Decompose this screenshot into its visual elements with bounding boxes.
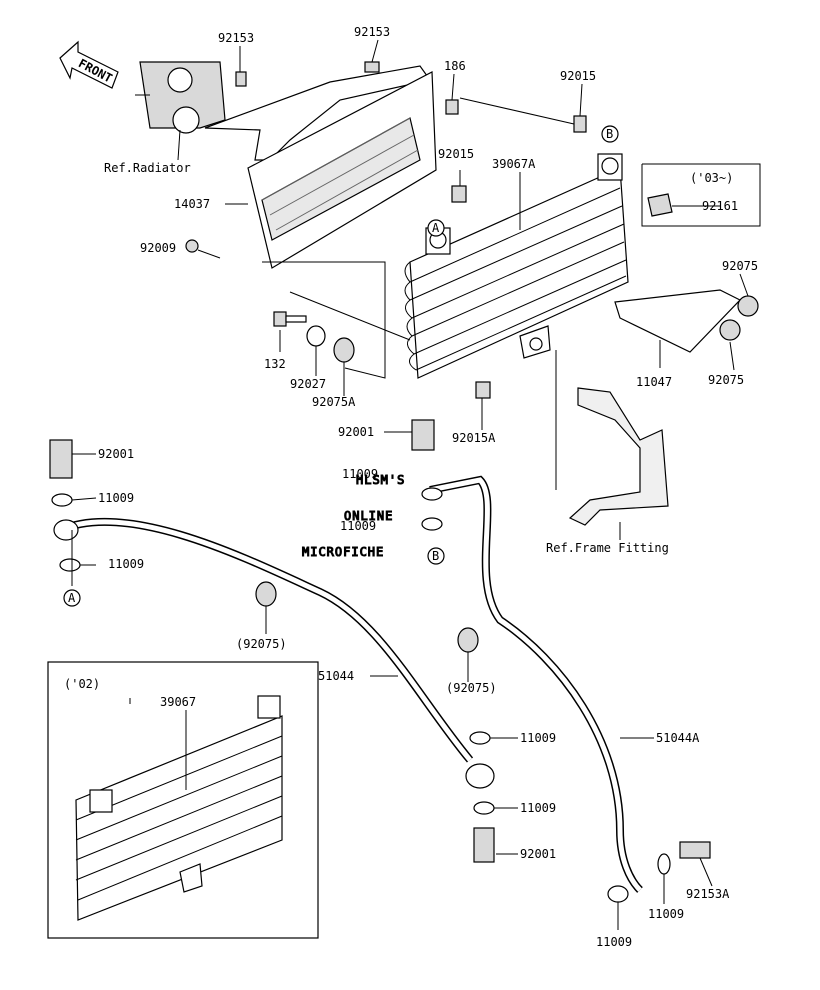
label-92015a: 92015A bbox=[452, 431, 496, 445]
label-92075a: 92075A bbox=[312, 395, 356, 409]
label-51044: 51044 bbox=[318, 669, 354, 683]
grommet-92075-r2 bbox=[719, 319, 741, 341]
label-186: 186 bbox=[444, 59, 466, 73]
label-132: 132 bbox=[264, 357, 286, 371]
label-11009-r: 11009 bbox=[648, 907, 684, 921]
washer-11009-c1 bbox=[421, 487, 443, 501]
label-92001-l: 92001 bbox=[98, 447, 134, 461]
label-11009-c1: 11009 bbox=[342, 467, 378, 481]
label-92153-b: 92153 bbox=[354, 25, 390, 39]
label-ref-frame-fitting: Ref.Frame Fitting bbox=[546, 541, 669, 555]
bolt-92153-b bbox=[364, 61, 380, 73]
bracket-11047 bbox=[614, 289, 741, 353]
label-92153-a: 92153 bbox=[218, 31, 254, 45]
grommet-92075a bbox=[333, 337, 355, 363]
bolt-186 bbox=[445, 99, 459, 115]
washer-11009-m2 bbox=[473, 801, 495, 815]
label-92075-r2: 92075 bbox=[708, 373, 744, 387]
label-11009-c2: 11009 bbox=[340, 519, 376, 533]
label-11047: 11047 bbox=[636, 375, 672, 389]
svg-text:B: B bbox=[606, 127, 613, 141]
label-14037: 14037 bbox=[174, 197, 210, 211]
svg-text:A: A bbox=[432, 221, 440, 235]
banjo-fitting-lower bbox=[465, 763, 495, 789]
label-year-02: ('02) bbox=[64, 677, 100, 691]
ref-circle-a-left: A bbox=[63, 589, 81, 607]
ref-circle-a-top: A bbox=[427, 219, 445, 237]
watermark-line-3: MICROFICHE bbox=[302, 545, 384, 559]
label-year-03: ('03~) bbox=[690, 171, 733, 185]
svg-text:B: B bbox=[432, 549, 439, 563]
label-ref-radiator: Ref.Radiator bbox=[104, 161, 191, 175]
label-92075-paren1: (92075) bbox=[236, 637, 287, 651]
label-11009-l1: 11009 bbox=[98, 491, 134, 505]
label-92015-mid: 92015 bbox=[438, 147, 474, 161]
bolt-92153-a bbox=[235, 71, 247, 87]
label-11009-l2: 11009 bbox=[108, 557, 144, 571]
clip-92015a bbox=[475, 381, 491, 399]
bolt-92009 bbox=[185, 239, 199, 253]
label-92153a: 92153A bbox=[686, 887, 730, 901]
bolt-92153a bbox=[679, 841, 711, 859]
grommet-92075-r1 bbox=[737, 295, 759, 317]
bolt-92001-m bbox=[473, 827, 495, 863]
label-92075-r1: 92075 bbox=[722, 259, 758, 273]
collar-92027 bbox=[306, 325, 326, 347]
label-92009: 92009 bbox=[140, 241, 176, 255]
washer-11009-m1 bbox=[469, 731, 491, 745]
label-39067a: 39067A bbox=[492, 157, 536, 171]
rubber-92161 bbox=[647, 193, 673, 217]
washer-11009-c2 bbox=[421, 517, 443, 531]
label-92075-paren2: (92075) bbox=[446, 681, 497, 695]
label-11009-b: 11009 bbox=[596, 935, 632, 949]
front-arrow-icon: FRONT bbox=[59, 40, 119, 89]
cover-bracket-arm bbox=[204, 65, 432, 161]
watermark-line-1: HLSM'S bbox=[356, 473, 405, 487]
label-39067: 39067 bbox=[160, 695, 196, 709]
washer-11009-r bbox=[657, 853, 671, 875]
ref-circle-b-center: B bbox=[427, 547, 445, 565]
grommet-92075-paren1 bbox=[255, 581, 277, 607]
ref-circle-b-top: B bbox=[601, 125, 619, 143]
label-92015-top: 92015 bbox=[560, 69, 596, 83]
washer-11009-l2 bbox=[59, 558, 81, 572]
frame-fitting-reference bbox=[568, 387, 669, 526]
clip-92015-mid bbox=[451, 185, 467, 203]
bolt-92001-l bbox=[49, 439, 73, 479]
watermark-line-2: ONLINE bbox=[344, 509, 393, 523]
svg-text:A: A bbox=[68, 591, 76, 605]
clip-92015-top bbox=[573, 115, 587, 133]
bolt-92001-c bbox=[411, 419, 435, 451]
label-11009-m1: 11009 bbox=[520, 731, 556, 745]
grommet-92075-paren2 bbox=[457, 627, 479, 653]
label-92001-m: 92001 bbox=[520, 847, 556, 861]
label-11009-m2: 11009 bbox=[520, 801, 556, 815]
oil-cooler-39067a bbox=[404, 153, 629, 379]
oil-cooler-cover bbox=[247, 71, 437, 269]
watermark: HLSM'S ONLINE MICROFICHE bbox=[301, 472, 405, 559]
label-92001-c: 92001 bbox=[338, 425, 374, 439]
leader-lines bbox=[71, 39, 761, 930]
inset-box-02 bbox=[47, 661, 319, 939]
oil-cooler-39067 bbox=[75, 695, 283, 921]
label-92161: 92161 bbox=[702, 199, 738, 213]
bolt-132 bbox=[273, 311, 307, 327]
washer-11009-l1 bbox=[51, 493, 73, 507]
label-51044a: 51044A bbox=[656, 731, 700, 745]
radiator-reference-part bbox=[135, 61, 226, 134]
washer-11009-b bbox=[607, 885, 629, 903]
label-92027: 92027 bbox=[290, 377, 326, 391]
